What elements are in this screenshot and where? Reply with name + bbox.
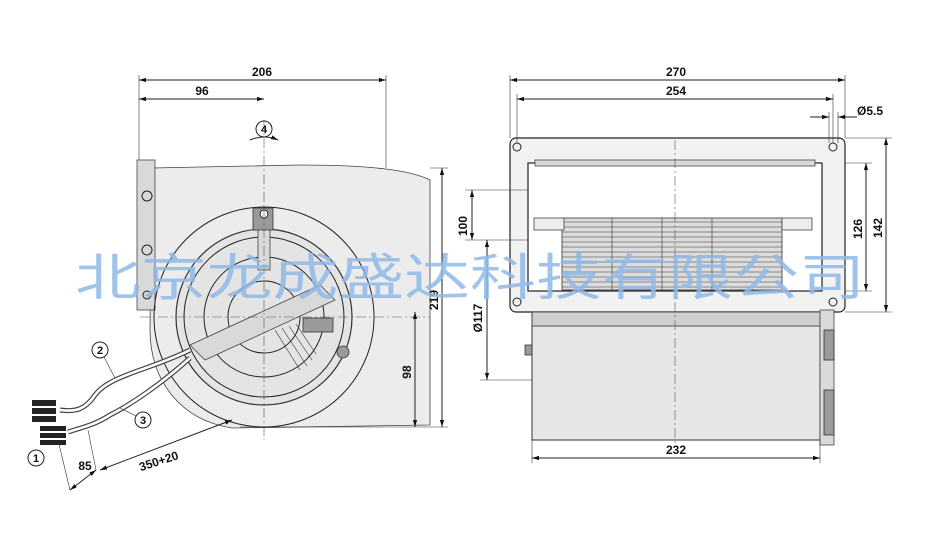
side-view: 270 254 Ø5.5 100 Ø117 126 142 23: [456, 65, 892, 463]
callout-2: 2: [97, 345, 103, 357]
dim-254: 254: [666, 84, 686, 98]
callout-1: 1: [33, 453, 39, 465]
front-view: 206 96 219 98 85 350+20 4 2 3 1: [27, 65, 448, 491]
dim-350: 350+20: [137, 448, 180, 474]
dim-126: 126: [851, 219, 865, 239]
callout-4: 4: [261, 124, 268, 136]
dim-85: 85: [78, 459, 92, 473]
dim-5-5: Ø5.5: [857, 104, 883, 118]
dim-98: 98: [400, 365, 414, 379]
impeller: [561, 217, 783, 291]
housing-body: [531, 311, 821, 441]
callout-3: 3: [140, 415, 146, 427]
dim-117: Ø117: [471, 303, 485, 332]
dim-232: 232: [666, 443, 686, 457]
dim-206: 206: [252, 65, 272, 79]
dim-96: 96: [195, 84, 209, 98]
connector-plugs: [32, 400, 66, 445]
watermark-text: 北京龙成盛达科技有限公司: [75, 249, 865, 307]
dim-142: 142: [871, 218, 885, 238]
dim-270: 270: [666, 65, 686, 79]
mounting-flange: [136, 159, 156, 311]
dim-219: 219: [427, 290, 441, 310]
dim-100: 100: [456, 216, 470, 236]
